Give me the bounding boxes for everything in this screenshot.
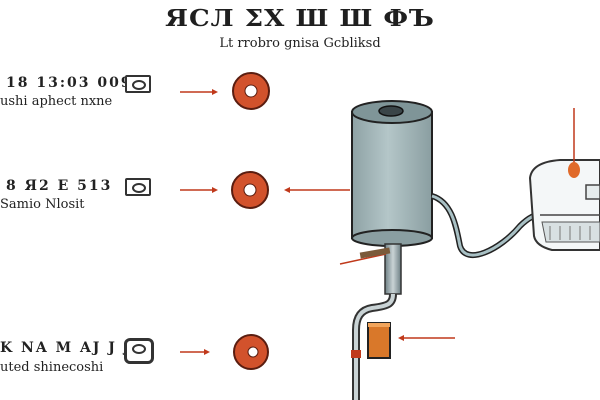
legend-desc-2: Samio Nlosit: [0, 197, 85, 212]
legend-code-1: 18 13:03 009: [6, 75, 133, 91]
valve-arrow: [398, 335, 455, 341]
marker-circle-3: [233, 334, 269, 370]
water-tank: [351, 100, 433, 247]
connector-arrow-tank: [284, 187, 350, 193]
legend-badge-3-icon: [124, 338, 154, 364]
legend-arrow-2: [180, 187, 218, 193]
pipe-connector-arrow: [339, 247, 391, 265]
legend-arrow-1: [180, 89, 218, 95]
drain-pipe: [351, 243, 402, 400]
legend-code-2: 8 Я2 E 513: [6, 178, 113, 194]
diagram-title: ЯСЛ ΣХ Ш Ш ФЪ: [165, 5, 435, 33]
legend-badge-2-icon: [125, 178, 151, 196]
legend-desc-3: uted shinecoshi: [0, 360, 104, 375]
legend-arrow-3: [180, 349, 210, 355]
valve-component: [367, 322, 391, 359]
marker-circle-2: [231, 171, 269, 209]
pump-indicator: [568, 108, 580, 178]
legend-badge-1-icon: [125, 75, 151, 93]
legend-code-3: K NA M AJ J J: [0, 340, 133, 356]
marker-circle-1: [232, 72, 270, 110]
pump-unit: [528, 159, 600, 251]
diagram-subtitle: Lt rrobro gnisa Gcbliksd: [219, 36, 381, 51]
hose-tank-to-pump: [430, 193, 543, 259]
legend-desc-1: ushi aphect nxne: [0, 94, 113, 109]
